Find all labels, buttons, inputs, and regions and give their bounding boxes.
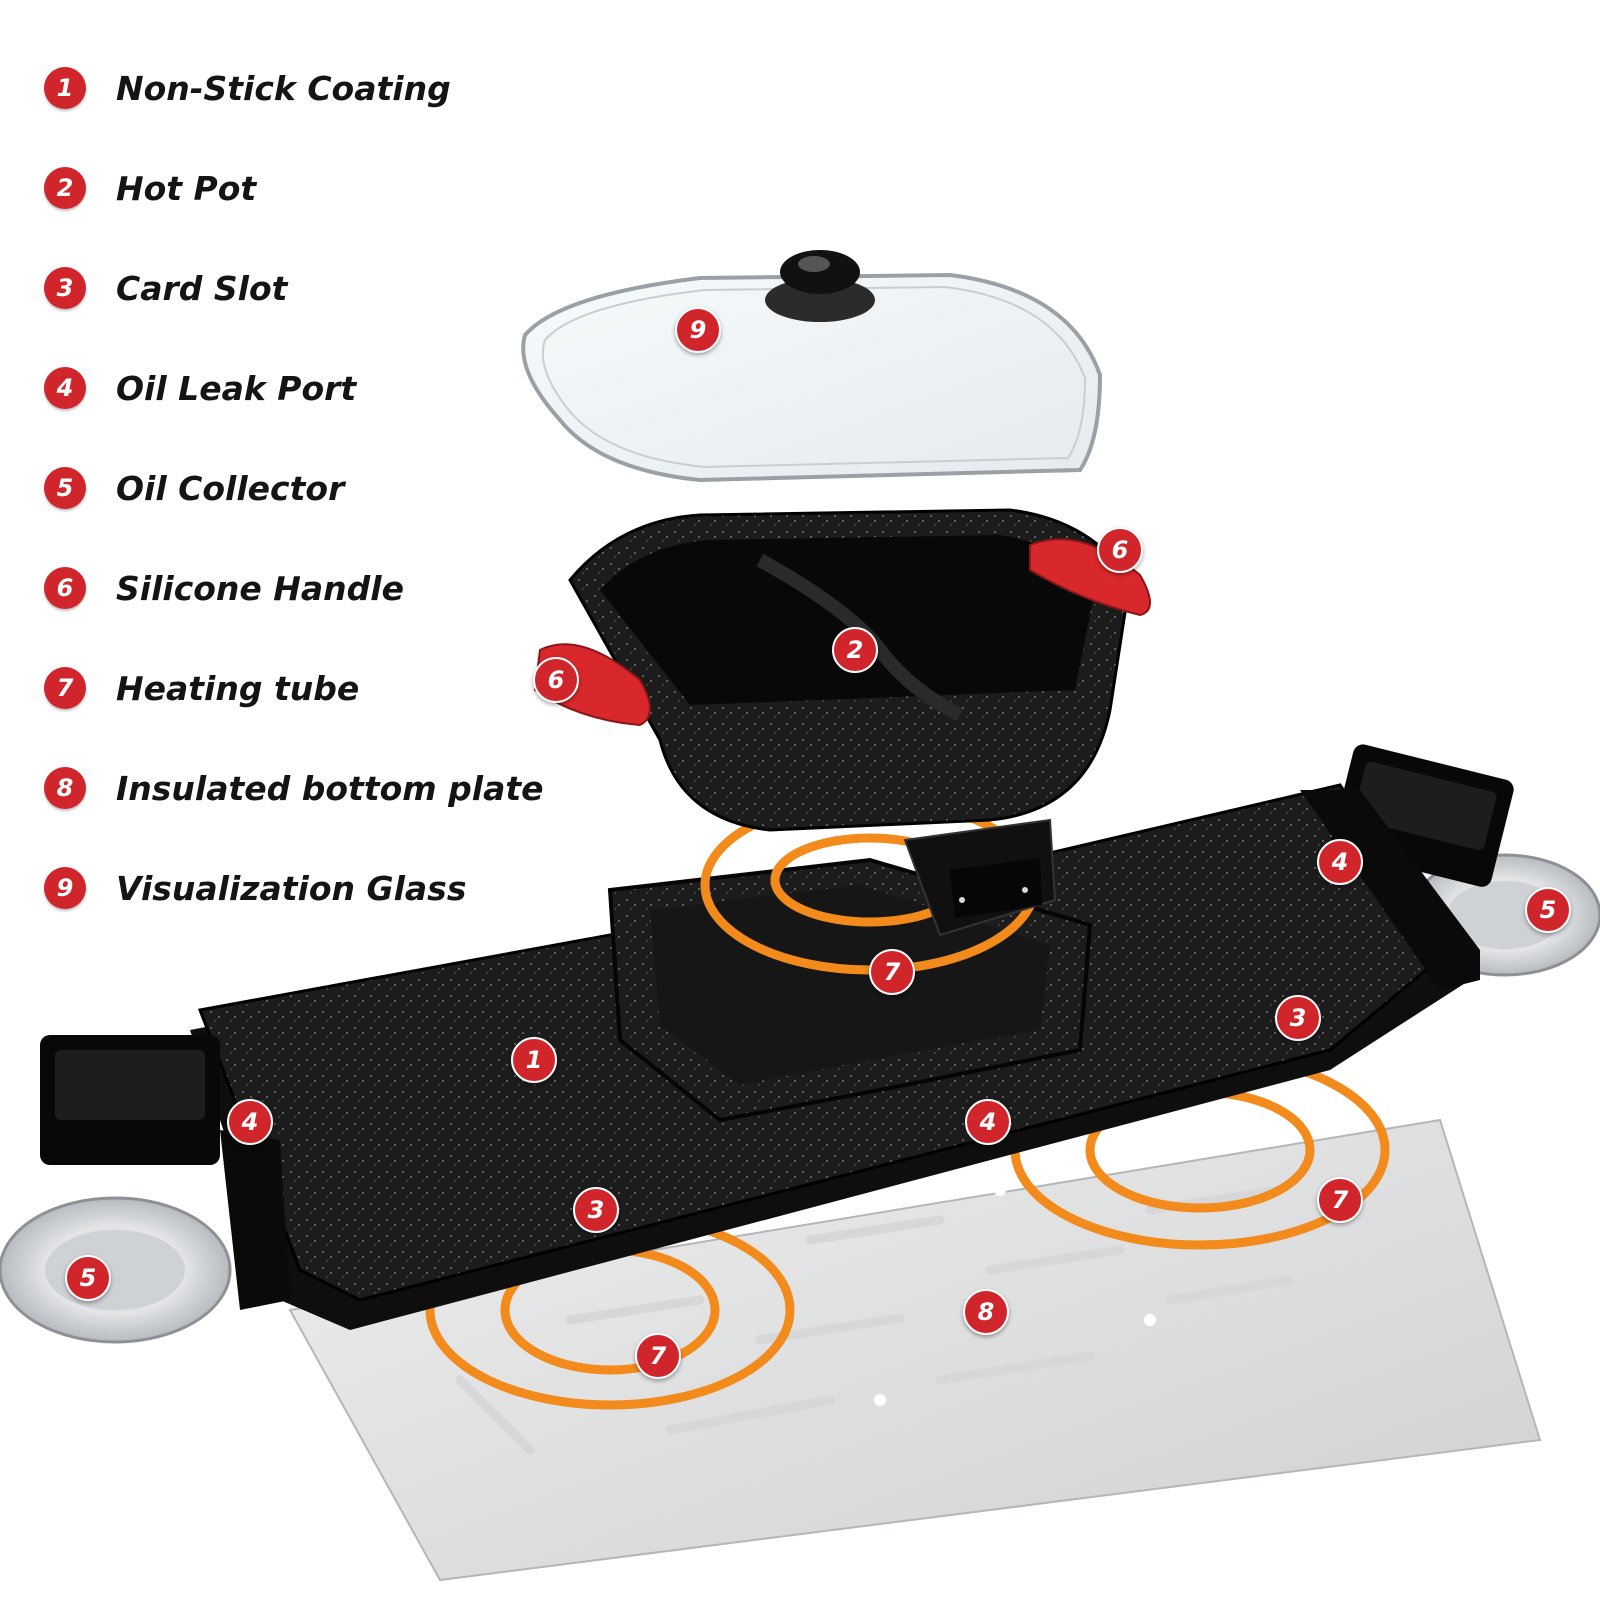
legend-label: Visualization Glass bbox=[116, 868, 467, 908]
callout-card-slot-left: 3 bbox=[573, 1187, 619, 1233]
legend-label: Card Slot bbox=[116, 268, 288, 308]
legend-item: 4 Oil Leak Port bbox=[44, 364, 356, 412]
legend-number-badge: 6 bbox=[44, 567, 86, 609]
legend-label: Non-Stick Coating bbox=[116, 68, 451, 108]
callout-heating-tube-left: 7 bbox=[635, 1333, 681, 1379]
grill-handle-left bbox=[40, 1035, 290, 1310]
callout-silicone-handle-right: 6 bbox=[1097, 527, 1143, 573]
callout-hot-pot: 2 bbox=[832, 627, 878, 673]
legend-item: 6 Silicone Handle bbox=[44, 564, 404, 612]
legend-number-badge: 5 bbox=[44, 467, 86, 509]
bottom-plate bbox=[288, 1118, 1542, 1582]
legend-number-badge: 8 bbox=[44, 767, 86, 809]
callout-card-slot-right: 3 bbox=[1275, 995, 1321, 1041]
callout-oil-port-right: 4 bbox=[1317, 839, 1363, 885]
callout-silicone-handle-left: 6 bbox=[533, 657, 579, 703]
callout-nonstick-coating: 1 bbox=[511, 1037, 557, 1083]
oil-collector-left bbox=[0, 1196, 232, 1344]
legend-number-badge: 7 bbox=[44, 667, 86, 709]
legend-label: Oil Leak Port bbox=[116, 368, 357, 408]
grill-body bbox=[190, 783, 1470, 1330]
legend-item: 2 Hot Pot bbox=[44, 164, 256, 212]
glass-lid bbox=[521, 250, 1103, 483]
callout-oil-collector-left: 5 bbox=[65, 1255, 111, 1301]
callout-oil-port-center: 4 bbox=[965, 1099, 1011, 1145]
legend-number-badge: 4 bbox=[44, 367, 86, 409]
legend-item: 7 Heating tube bbox=[44, 664, 359, 712]
legend-item: 5 Oil Collector bbox=[44, 464, 344, 512]
legend-number-badge: 9 bbox=[44, 867, 86, 909]
legend-item: 3 Card Slot bbox=[44, 264, 287, 312]
callout-bottom-plate: 8 bbox=[963, 1289, 1009, 1335]
silicone-handle-right bbox=[1029, 538, 1151, 617]
legend-label: Heating tube bbox=[116, 668, 360, 708]
legend-number-badge: 1 bbox=[44, 67, 86, 109]
legend-number-badge: 2 bbox=[44, 167, 86, 209]
legend-item: 9 Visualization Glass bbox=[44, 864, 466, 912]
callout-oil-collector-right: 5 bbox=[1525, 887, 1571, 933]
callout-heating-tube-right: 7 bbox=[1317, 1177, 1363, 1223]
callout-oil-port-left: 4 bbox=[227, 1099, 273, 1145]
power-connector bbox=[903, 818, 1057, 937]
legend-label: Insulated bottom plate bbox=[116, 768, 544, 808]
callout-heating-tube-top: 7 bbox=[869, 949, 915, 995]
legend-number-badge: 3 bbox=[44, 267, 86, 309]
callout-glass-lid: 9 bbox=[675, 307, 721, 353]
legend-label: Silicone Handle bbox=[116, 568, 404, 608]
legend-item: 8 Insulated bottom plate bbox=[44, 764, 544, 812]
legend-label: Hot Pot bbox=[116, 168, 257, 208]
legend-label: Oil Collector bbox=[116, 468, 345, 508]
legend-item: 1 Non-Stick Coating bbox=[44, 64, 451, 112]
